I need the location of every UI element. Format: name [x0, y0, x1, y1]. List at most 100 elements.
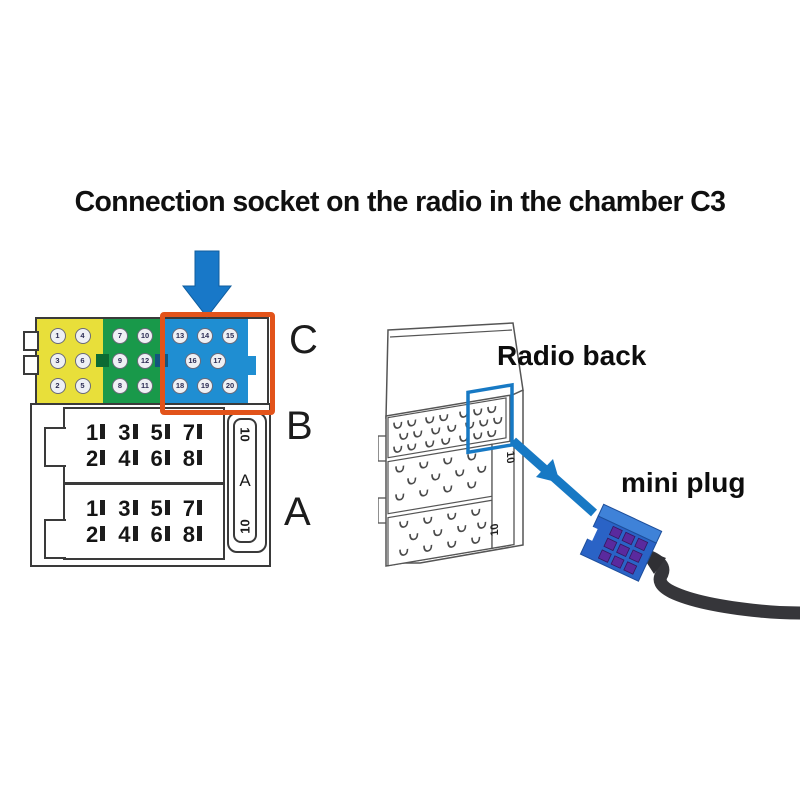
- endcap-tab: [247, 356, 256, 375]
- pin-15: 15: [222, 328, 238, 344]
- radio-c3-highlight: [466, 382, 514, 455]
- fuse-label-amp: A: [239, 471, 251, 490]
- pin-3: 3: [49, 353, 66, 369]
- mini-plug-label: mini plug: [621, 467, 746, 498]
- slot-pin-bar: [197, 499, 202, 515]
- pin-2: 2: [49, 378, 66, 394]
- slot-pin-number: 1: [86, 419, 99, 445]
- pin-13: 13: [172, 328, 188, 344]
- slot-pin-number: 8: [182, 521, 195, 547]
- slot-pin-bar: [100, 423, 106, 439]
- pin-16: 16: [184, 353, 201, 369]
- pin-row: 9 12: [103, 353, 162, 369]
- slot-pin-bar: [164, 449, 170, 465]
- slot-pin-bar: [100, 499, 106, 515]
- pin-row: 18 19 20: [162, 378, 248, 394]
- slot-pin-number: 7: [182, 419, 195, 445]
- slot-pin-number: 4: [118, 521, 131, 547]
- slot-pin-number: 3: [118, 419, 131, 445]
- row-label-a: A: [284, 490, 311, 534]
- slot-pin-6: 6: [150, 521, 170, 547]
- fuse-label-bottom: 10: [237, 519, 253, 534]
- slot-pin-bar: [164, 499, 170, 515]
- slot-pin-bar: [197, 525, 202, 541]
- slot-pin-number: 5: [150, 419, 163, 445]
- slot-pin-4: 4: [118, 445, 138, 471]
- slot-pin-bar: [197, 449, 202, 465]
- mini-plug-pins: [597, 525, 649, 575]
- radio-back-label: Radio back: [497, 340, 647, 371]
- slot-pin-bar: [197, 423, 202, 439]
- slot-pin-number: 4: [118, 445, 131, 471]
- slot-pin-number: 6: [150, 521, 163, 547]
- pin-18: 18: [172, 378, 188, 394]
- slot-pin-bar: [100, 449, 106, 465]
- pin-7: 7: [112, 328, 128, 344]
- slot-pin-bar: [164, 525, 170, 541]
- cable-strain-relief: [636, 546, 666, 574]
- slot-pin-number: 5: [150, 495, 163, 521]
- slot-pin-bar: [100, 525, 106, 541]
- slot-pin-5: 5: [150, 495, 170, 521]
- section-a-notch: [44, 519, 66, 559]
- pin-9: 9: [112, 353, 128, 369]
- slot-pin-number: 8: [182, 445, 195, 471]
- pin-12: 12: [137, 353, 153, 369]
- row-label-b: B: [286, 404, 313, 448]
- fuse: 10 A 10: [233, 418, 257, 543]
- slot-pin-number: 6: [150, 445, 163, 471]
- section-b-notch: [44, 427, 66, 467]
- chamber-divider-nub: [96, 354, 109, 367]
- radio-back-drawing: 10 10: [378, 322, 524, 567]
- pin-4: 4: [74, 328, 91, 344]
- housing-tab: [23, 331, 39, 351]
- pin-1: 1: [49, 328, 66, 344]
- slot-pin-bar: [164, 423, 170, 439]
- slot-pin-8: 8: [182, 445, 202, 471]
- fuse-label-top: 10: [237, 427, 253, 442]
- slot-pin-bar: [132, 423, 138, 439]
- slot-pin-bar: [132, 499, 138, 515]
- slot-pin-4: 4: [118, 521, 138, 547]
- slot-pin-6: 6: [150, 445, 170, 471]
- slot-pin-number: 1: [86, 495, 99, 521]
- slot-pin-8: 8: [182, 521, 202, 547]
- slot-pin-1: 1: [86, 495, 106, 521]
- pin-19: 19: [197, 378, 213, 394]
- radio-fuse-top: 10: [504, 450, 516, 464]
- slot-pin-number: 2: [86, 521, 99, 547]
- pin-20: 20: [222, 378, 238, 394]
- mini-plug: [579, 503, 663, 582]
- pin-17: 17: [209, 353, 226, 369]
- pin-5: 5: [74, 378, 91, 394]
- slot-pin-number: 7: [182, 495, 195, 521]
- radio-top-surface: [385, 322, 524, 419]
- slot-pin-1: 1: [86, 419, 106, 445]
- slot-pin-3: 3: [118, 497, 138, 520]
- slot-pin-number: 2: [86, 445, 99, 471]
- slot-pin-2: 2: [86, 521, 106, 547]
- down-arrow-icon: [181, 250, 233, 318]
- slot-pin-7: 7: [182, 495, 202, 521]
- slot-pin-2: 2: [86, 445, 106, 471]
- pin-11: 11: [137, 378, 153, 394]
- slot-pin-3: 3: [118, 419, 138, 445]
- housing-tab: [23, 355, 39, 375]
- chamber-endcap: [247, 319, 267, 403]
